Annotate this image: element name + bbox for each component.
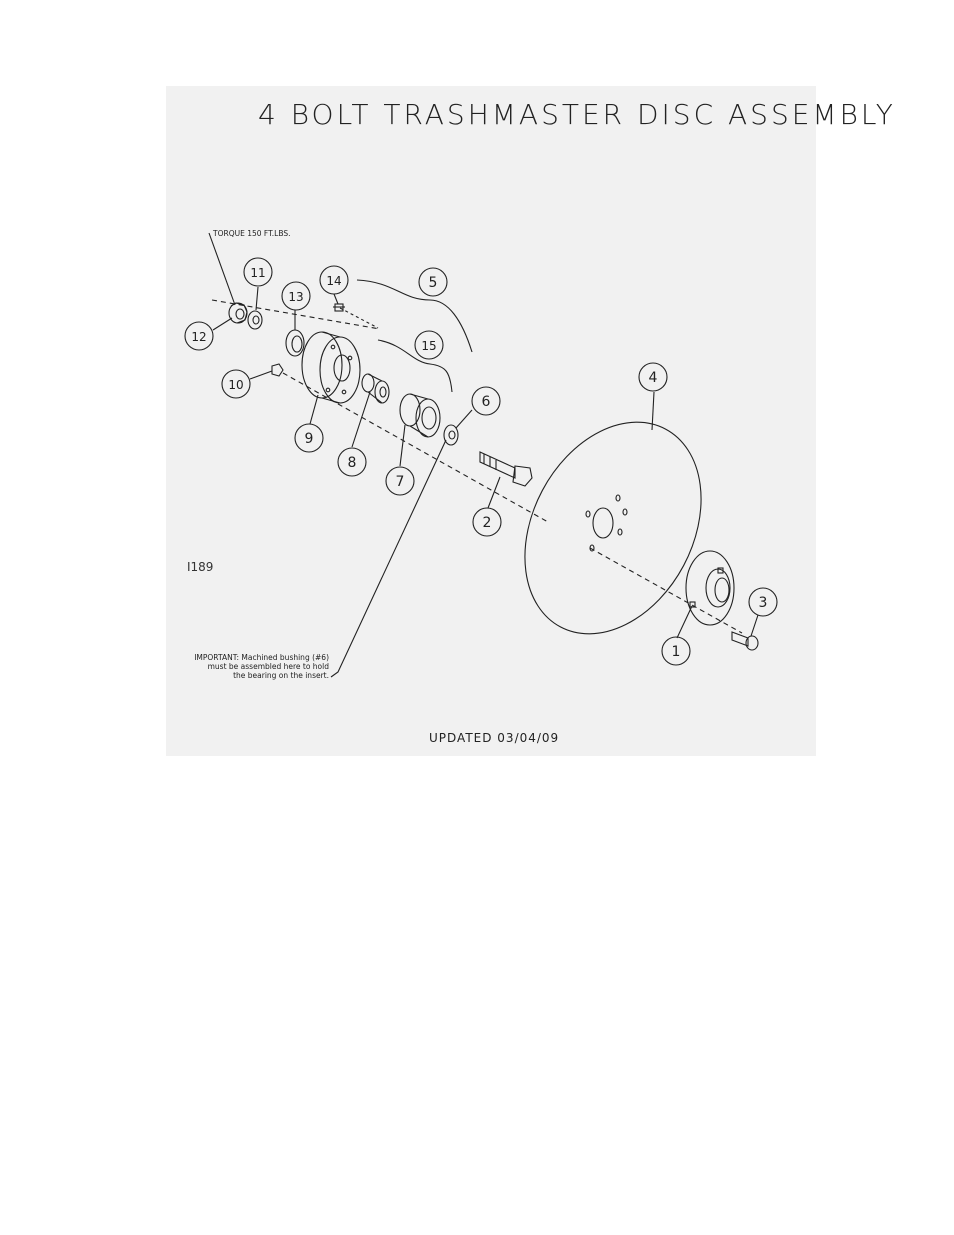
axis-line-14 bbox=[340, 308, 378, 328]
callout-5-label: 5 bbox=[429, 275, 438, 291]
leader-10 bbox=[250, 371, 272, 379]
axis-line-upper bbox=[212, 300, 380, 329]
updated-date: UPDATED 03/04/09 bbox=[429, 731, 559, 745]
leader-11 bbox=[256, 287, 258, 310]
part-10-bolt bbox=[272, 364, 283, 376]
leader-8 bbox=[352, 392, 370, 447]
leader-9 bbox=[310, 395, 318, 424]
callout-10-label: 10 bbox=[228, 378, 243, 392]
part-11-washer bbox=[248, 311, 262, 329]
leader-3 bbox=[751, 615, 758, 636]
leader-14 bbox=[334, 294, 338, 304]
part-2-bolt bbox=[480, 452, 532, 486]
callout-2-label: 2 bbox=[483, 515, 492, 531]
callout-13-label: 13 bbox=[288, 290, 303, 304]
callout-3-label: 3 bbox=[759, 595, 768, 611]
part-6-machined-bushing bbox=[444, 425, 458, 445]
important-note-line-2: must be assembled here to hold bbox=[177, 662, 329, 671]
part-3-carriage-bolt bbox=[732, 632, 758, 650]
leader-7 bbox=[400, 425, 405, 466]
part-14-grease-fitting bbox=[333, 304, 345, 311]
callout-11-label: 11 bbox=[250, 266, 265, 280]
callout-14-label: 14 bbox=[326, 274, 341, 288]
important-note-line-1: IMPORTANT: Machined bushing (#6) bbox=[177, 653, 329, 662]
callout-15-label: 15 bbox=[421, 339, 436, 353]
part-13-seal bbox=[286, 330, 304, 356]
leader-1 bbox=[677, 606, 692, 638]
callout-4-label: 4 bbox=[649, 370, 658, 386]
part-7-bearing bbox=[400, 394, 440, 437]
drawing-title: 4 BOLT TRASHMASTER DISC ASSEMBLY bbox=[258, 98, 896, 131]
callout-7-label: 7 bbox=[396, 474, 405, 490]
callout-6-label: 6 bbox=[482, 394, 491, 410]
leader-torque bbox=[209, 233, 235, 305]
callout-8-label: 8 bbox=[348, 455, 357, 471]
leader-6 bbox=[456, 410, 472, 428]
leader-12 bbox=[213, 318, 232, 330]
callout-9-label: 9 bbox=[305, 431, 314, 447]
bracket-5 bbox=[357, 280, 472, 352]
important-note-line-3: the bearing on the insert. bbox=[177, 671, 329, 680]
important-note: IMPORTANT: Machined bushing (#6) must be… bbox=[177, 653, 329, 680]
part-12-nut bbox=[229, 303, 247, 323]
part-8-bearing-insert bbox=[362, 374, 389, 403]
drawing-number: I189 bbox=[187, 560, 213, 574]
part-1-flange bbox=[686, 551, 734, 625]
callout-1-label: 1 bbox=[672, 644, 681, 660]
torque-note: TORQUE 150 FT.LBS. bbox=[213, 229, 291, 238]
part-4-disc-blade bbox=[490, 392, 736, 665]
part-9-hub bbox=[302, 332, 360, 403]
leader-2 bbox=[488, 477, 500, 508]
callout-12-label: 12 bbox=[191, 330, 206, 344]
axis-line-disc bbox=[590, 548, 742, 633]
